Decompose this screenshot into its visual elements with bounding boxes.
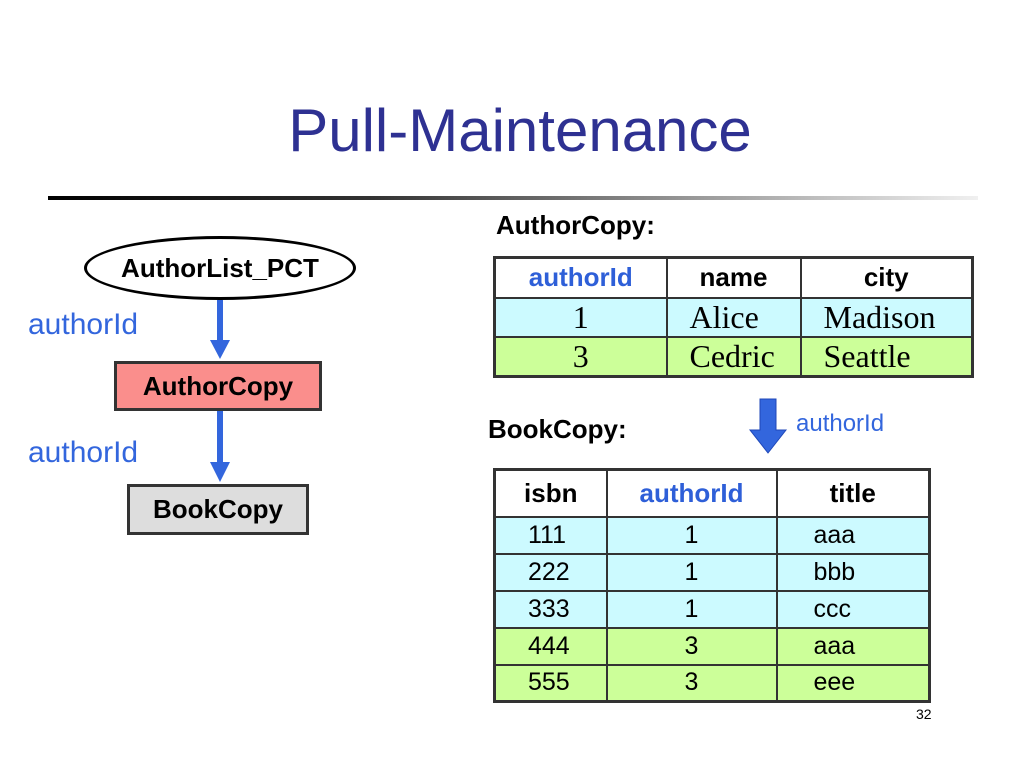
table-cell: 1 [605,552,778,592]
table-cell: 1 [493,296,668,338]
table-row: 444 3 aaa [493,626,931,666]
table-cell: Cedric [665,335,802,377]
column-header: title [775,468,931,518]
bookcopy-table: isbn authorId title 111 1 aaa 222 1 bbb … [493,468,931,703]
table-cell: Alice [665,296,802,338]
table-cell: 222 [493,552,608,592]
node-bookcopy: BookCopy [127,484,309,535]
column-header: city [799,256,974,299]
edge-arrowhead-1 [210,340,230,359]
table-row: 333 1 ccc [493,589,931,629]
table-cell: 3 [605,663,778,703]
table-cell: 3 [493,335,668,377]
column-header: authorId [605,468,778,518]
table-cell: 3 [605,626,778,666]
edge-label-2: authorId [28,436,139,469]
table-row: 222 1 bbb [493,552,931,592]
table-row: 1 Alice Madison [493,296,974,338]
node-authorlist-pct: AuthorList_PCT [84,236,356,300]
table-cell: ccc [775,589,931,629]
table-cell: 1 [605,589,778,629]
title-divider [48,196,978,200]
column-header: authorId [493,256,668,299]
page-number: 32 [916,706,932,722]
table-cell: bbb [775,552,931,592]
edge-label-1: authorId [28,308,139,341]
table-cell: eee [775,663,931,703]
table-row: 555 3 eee [493,663,931,703]
table-cell: 1 [605,515,778,555]
bookcopy-table-label: BookCopy: [488,414,627,444]
column-header: isbn [493,468,608,518]
table-cell: Madison [799,296,974,338]
table-cell: 555 [493,663,608,703]
table-cell: aaa [775,515,931,555]
down-block-arrow-icon [748,398,788,454]
table-cell: 333 [493,589,608,629]
table-row: 3 Cedric Seattle [493,335,974,377]
link-label: authorId [796,410,885,437]
table-cell: aaa [775,626,931,666]
column-header: name [665,256,802,299]
node-authorcopy: AuthorCopy [114,361,322,411]
table-cell: 444 [493,626,608,666]
table-cell: 111 [493,515,608,555]
table-cell: Seattle [799,335,974,377]
slide-title: Pull-Maintenance [288,97,752,164]
table-row: 111 1 aaa [493,515,931,555]
edge-arrowhead-2 [210,462,230,482]
authorcopy-table-label: AuthorCopy: [496,210,655,240]
authorcopy-table: authorId name city 1 Alice Madison 3 Ced… [493,256,974,378]
